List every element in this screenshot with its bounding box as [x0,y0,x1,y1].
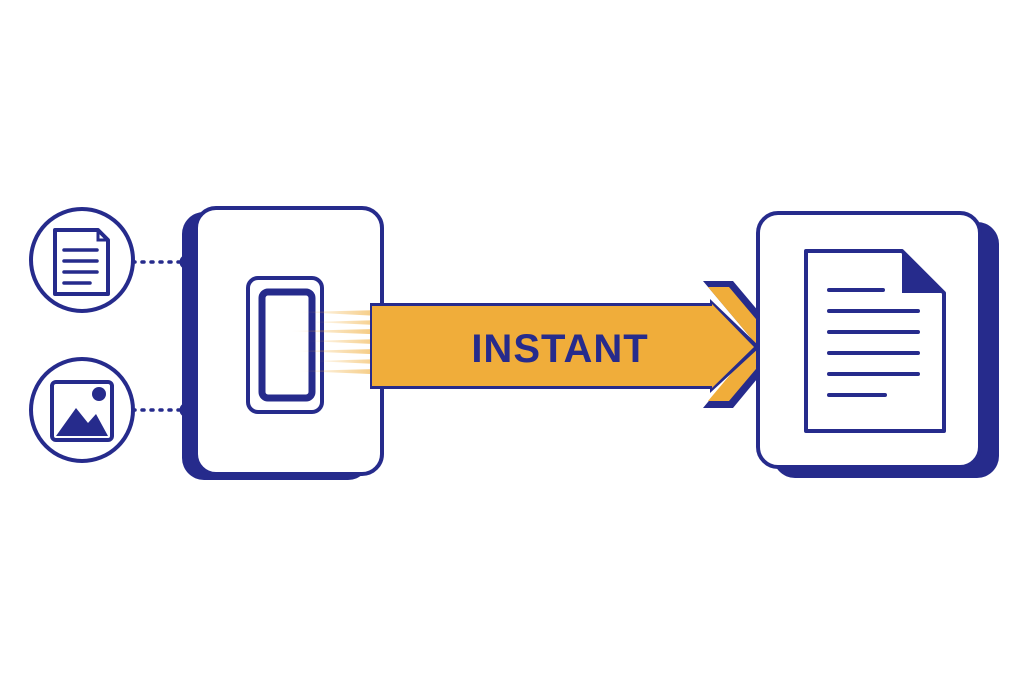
image-icon [50,380,114,442]
converter-box [182,206,384,480]
input-image-node [29,357,135,463]
input-document-node [29,207,135,313]
instant-arrow [370,281,786,408]
document-icon [53,228,110,296]
arrow-label: INSTANT [471,327,648,371]
output-document-icon [804,249,946,433]
output-box [756,211,999,478]
